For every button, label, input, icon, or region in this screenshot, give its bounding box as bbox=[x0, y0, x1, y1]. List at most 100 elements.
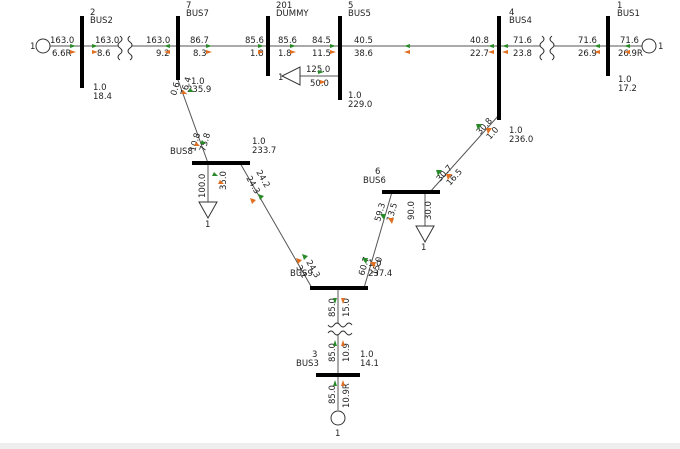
flow-arrows bbox=[70, 44, 630, 386]
bus7-number: 7 bbox=[186, 1, 191, 11]
bus-labels: 2 BUS2 1.0 18.4 7 BUS7 1.0 235.9 201 DUM… bbox=[90, 1, 640, 369]
bus3-vpu: 1.0 bbox=[360, 350, 374, 360]
load-icon[interactable] bbox=[280, 66, 301, 86]
flow-arrow-icon bbox=[258, 194, 264, 200]
flow-arrow-icon bbox=[341, 380, 345, 386]
gen1-q: 26.9R bbox=[618, 49, 643, 59]
flow-b5-201-q: 11.5 bbox=[312, 49, 331, 59]
load8-q: 35.0 bbox=[219, 171, 229, 190]
bus3-number: 3 bbox=[312, 350, 317, 360]
load8-id: 1 bbox=[205, 220, 210, 230]
bus9-angle: 237.4 bbox=[368, 269, 392, 279]
bus7-name: BUS7 bbox=[186, 9, 209, 19]
flow-arrow-icon bbox=[320, 80, 326, 84]
flow-arrow-icon bbox=[250, 198, 256, 204]
bus8-name: BUS8 bbox=[170, 147, 193, 157]
flow-arrow-icon bbox=[333, 298, 337, 304]
flow-arrow-icon bbox=[370, 262, 376, 268]
flow-arrow-icon bbox=[341, 340, 345, 346]
bus4-vpu: 1.0 bbox=[509, 126, 523, 136]
flow-b2-tx-q: 8.6 bbox=[97, 49, 111, 59]
load6-id: 1 bbox=[421, 243, 426, 253]
bus5-vpu: 1.0 bbox=[348, 91, 362, 101]
load-icon[interactable] bbox=[415, 225, 435, 244]
flow-arrow-icon bbox=[333, 380, 337, 386]
transformer-icon[interactable] bbox=[327, 322, 353, 336]
flow-arrow-icon bbox=[341, 298, 345, 304]
flow-arrow-icon bbox=[362, 258, 368, 264]
load-icon[interactable] bbox=[198, 201, 218, 220]
flow-arrow-icon bbox=[380, 214, 386, 220]
flow-arrow-icon bbox=[206, 44, 212, 48]
gen3-p: 85.0 bbox=[328, 385, 338, 404]
load6-q: 30.0 bbox=[424, 201, 434, 220]
bus7-angle: 235.9 bbox=[187, 85, 211, 95]
flow-arrow-icon bbox=[92, 44, 98, 48]
flow-arrow-icon bbox=[486, 128, 492, 134]
bus2-number: 2 bbox=[90, 8, 95, 18]
flow-arrow-icon bbox=[488, 44, 494, 48]
load5-p: 125.0 bbox=[306, 65, 330, 75]
gen2-q: 6.6R bbox=[52, 49, 72, 59]
flow-b201-7-p: 85.6 bbox=[245, 36, 264, 46]
flow-b3-tx-q: 10.9 bbox=[342, 343, 352, 362]
bus201-name: DUMMY bbox=[276, 9, 309, 19]
buses bbox=[80, 16, 610, 377]
generator-icon[interactable] bbox=[641, 38, 657, 54]
flow-arrow-icon bbox=[624, 44, 630, 48]
flow-arrow-icon bbox=[188, 88, 194, 92]
generators: 1 1 1 bbox=[30, 38, 663, 439]
gen1-id: 1 bbox=[658, 42, 663, 52]
bus5-name: BUS5 bbox=[348, 9, 371, 19]
flow-arrow-icon bbox=[258, 50, 264, 54]
flow-arrow-icon bbox=[200, 140, 206, 144]
flow-b201-5-p: 85.6 bbox=[278, 36, 297, 46]
transformer-icon[interactable] bbox=[117, 35, 133, 61]
flow-arrow-icon bbox=[92, 50, 98, 54]
flow-arrow-icon bbox=[206, 50, 212, 54]
load6-p: 90.0 bbox=[407, 201, 417, 220]
bus1-number: 1 bbox=[617, 1, 622, 11]
loads: 125.0 50.0 1 1 100.0 35.0 1 90.0 30.0 bbox=[198, 65, 435, 253]
flow-b4-5-p: 40.8 bbox=[470, 36, 489, 46]
bus9-name: BUS9 bbox=[290, 269, 313, 279]
flow-arrow-icon bbox=[594, 50, 600, 54]
gen2-p: 163.0 bbox=[50, 36, 74, 46]
generator-icon[interactable] bbox=[35, 38, 51, 54]
branch-bus8-bus9 bbox=[239, 162, 313, 289]
flow-arrow-icon bbox=[164, 44, 170, 48]
bus5-number: 5 bbox=[348, 1, 353, 11]
flow-arrow-icon bbox=[330, 50, 336, 54]
flow-b9-tx-p: 85.0 bbox=[328, 298, 338, 317]
bus5-angle: 229.0 bbox=[348, 100, 372, 110]
flow-arrow-icon bbox=[594, 44, 600, 48]
gen1-p: 71.6 bbox=[620, 36, 639, 46]
flow-b7-tx-p: 163.0 bbox=[146, 36, 170, 46]
flow-arrow-icon bbox=[488, 50, 494, 54]
branch-bus9-bus6 bbox=[363, 191, 393, 289]
bus2-angle: 18.4 bbox=[93, 92, 112, 102]
bus8-vpu: 1.0 bbox=[252, 137, 266, 147]
flow-b4-5-q: 22.7 bbox=[470, 49, 489, 59]
flow-b7-201-p: 86.7 bbox=[190, 36, 209, 46]
flow-arrow-icon bbox=[296, 258, 302, 264]
flow-arrow-icon bbox=[388, 218, 394, 224]
gen3-q: 10.9R bbox=[342, 383, 352, 408]
bus4-number: 4 bbox=[509, 8, 514, 18]
bus1-name: BUS1 bbox=[617, 9, 640, 19]
flow-b201-7-q: 1.8 bbox=[250, 49, 264, 59]
flow-b1-tx-p: 71.6 bbox=[578, 36, 597, 46]
flow-b5-201-p: 84.5 bbox=[312, 36, 331, 46]
flow-arrow-icon bbox=[70, 50, 76, 54]
generator-icon[interactable] bbox=[330, 410, 346, 426]
load8-p: 100.0 bbox=[198, 174, 208, 198]
flow-b1-tx-q: 26.9 bbox=[578, 49, 597, 59]
bus1-vpu: 1.0 bbox=[618, 75, 632, 85]
flow-arrow-icon bbox=[330, 44, 336, 48]
flow-arrow-icon bbox=[290, 44, 296, 48]
transformer-icon[interactable] bbox=[539, 35, 555, 61]
bus4-name: BUS4 bbox=[509, 16, 532, 26]
bus3-angle: 14.1 bbox=[360, 359, 379, 369]
branch-bus6-bus4 bbox=[429, 114, 500, 193]
flow-arrow-icon bbox=[218, 180, 224, 184]
